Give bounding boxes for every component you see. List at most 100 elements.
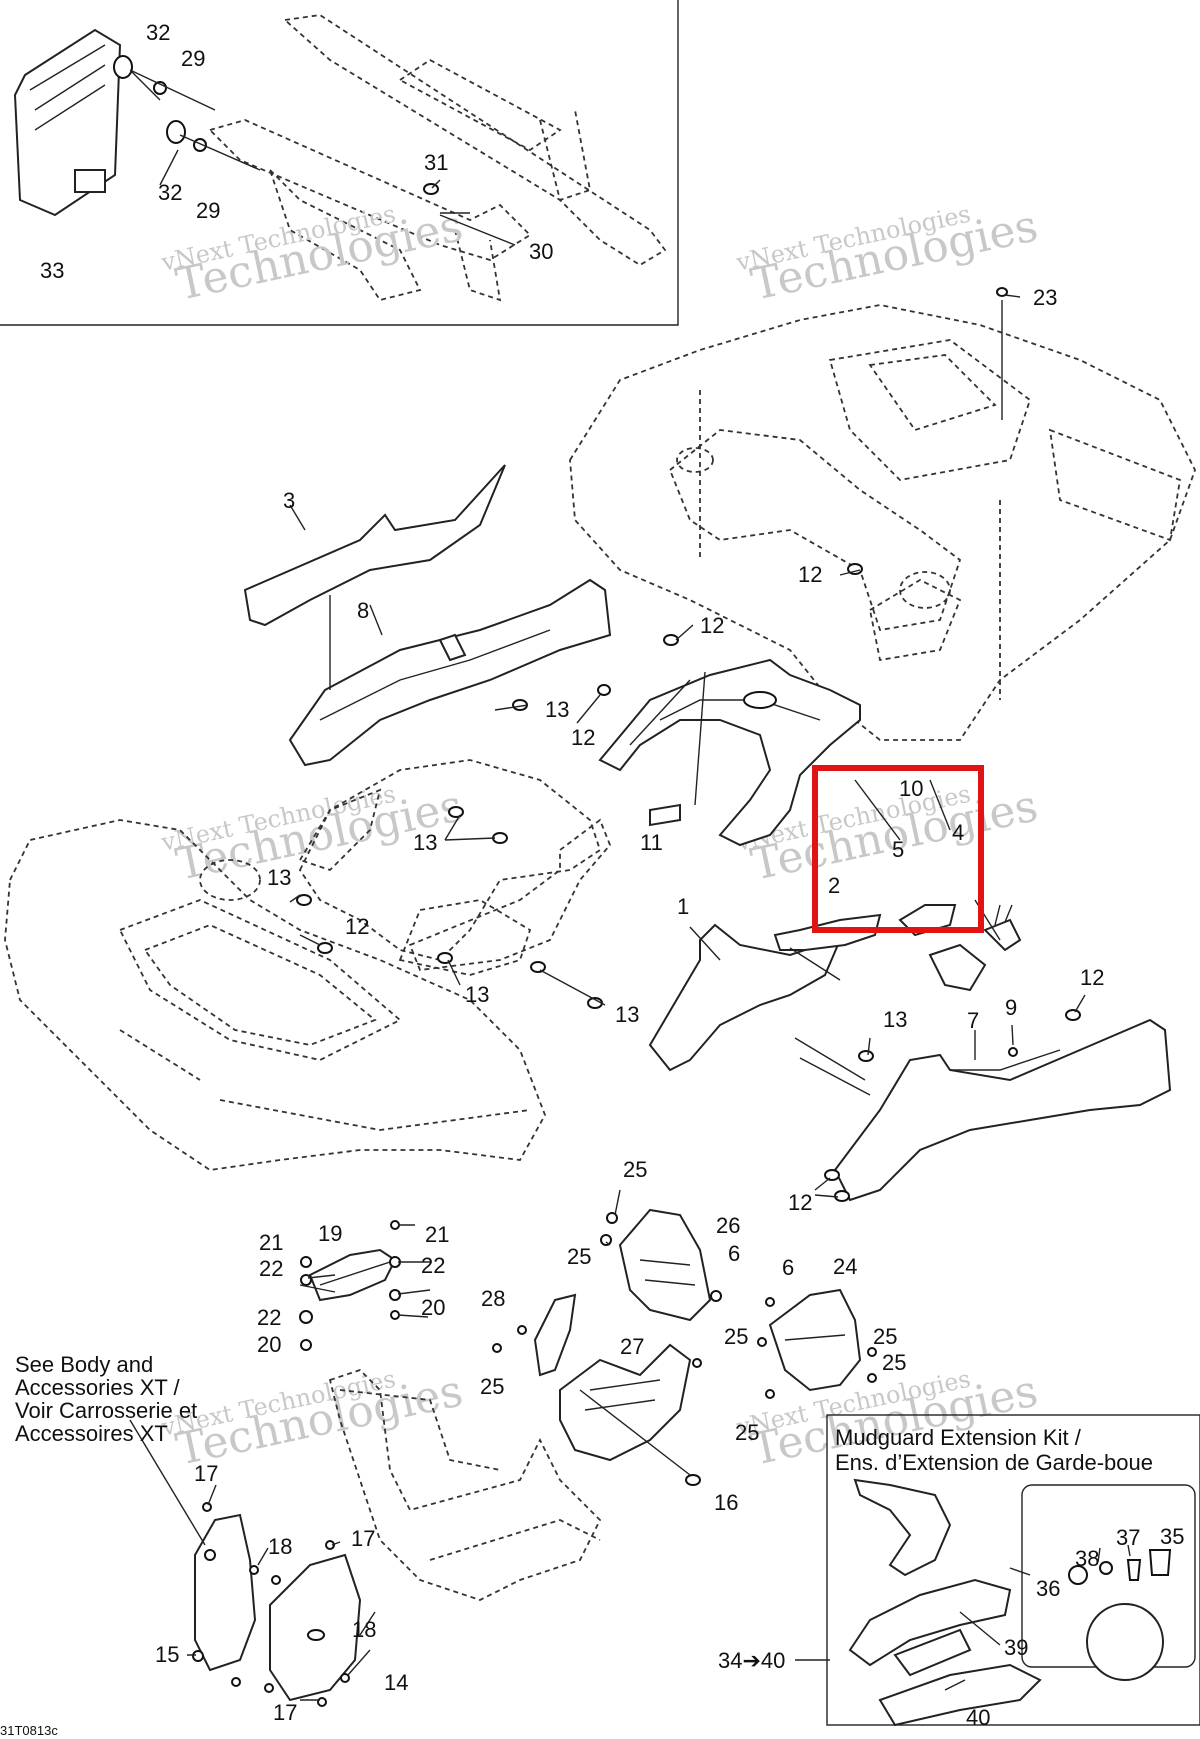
callout-numbers: 1 2 3 4 5 6 6 7 8 9 10 11 12 12 12 12 12… <box>40 20 1184 1730</box>
callout-28: 28 <box>481 1286 505 1311</box>
part-27-skid-plate <box>559 1343 702 1486</box>
callout-32a: 32 <box>146 20 170 45</box>
callout-37: 37 <box>1116 1525 1140 1550</box>
leader-lines <box>129 71 1131 1701</box>
callout-22c: 22 <box>257 1305 281 1330</box>
part-19-bracket <box>299 1220 401 1351</box>
part-4-bracket <box>983 904 1022 952</box>
callout-4: 4 <box>952 820 964 845</box>
part-7-right-footrest <box>833 1018 1172 1202</box>
see-body-line-3: Voir Carrosserie et <box>15 1398 197 1423</box>
mudguard-shadow-piece <box>928 943 987 992</box>
front-inner-fender <box>298 788 612 971</box>
callout-13a: 13 <box>545 697 569 722</box>
callout-22a: 22 <box>259 1256 283 1281</box>
callout-34-40: 34➔40 <box>718 1648 785 1673</box>
kit-title-line-2: Ens. d’Extension de Garde-boue <box>835 1450 1153 1475</box>
callout-30: 30 <box>529 239 553 264</box>
highlight-box <box>812 765 984 933</box>
callout-12d: 12 <box>345 914 369 939</box>
callout-11: 11 <box>640 830 663 855</box>
callout-9: 9 <box>1005 995 1017 1020</box>
callout-20a: 20 <box>421 1295 445 1320</box>
part-28-bracket <box>492 1293 577 1377</box>
see-body-note: See Body and Accessories XT / Voir Carro… <box>15 1352 197 1446</box>
kit-title-line-1: Mudguard Extension Kit / <box>835 1425 1082 1450</box>
callout-29b: 29 <box>196 198 220 223</box>
part-3-trim <box>243 464 506 627</box>
see-body-line-2: Accessories XT / <box>15 1375 181 1400</box>
see-body-line-4: Accessoires XT <box>15 1421 168 1446</box>
callout-13b: 13 <box>413 830 437 855</box>
rack-fasteners <box>113 55 470 214</box>
callout-18a: 18 <box>268 1534 292 1559</box>
callout-6b: 6 <box>782 1255 794 1280</box>
rear-fender-body <box>569 304 1196 741</box>
callout-12e: 12 <box>1080 965 1104 990</box>
callout-18b: 18 <box>352 1617 376 1642</box>
front-bumper-right <box>192 1540 362 1707</box>
callout-17a: 17 <box>194 1461 218 1486</box>
front-bumper-left <box>194 1502 257 1672</box>
callout-25e: 25 <box>882 1350 906 1375</box>
front-fender-body <box>4 759 602 1171</box>
callout-3: 3 <box>283 488 295 513</box>
callout-19: 19 <box>318 1221 342 1246</box>
callout-20b: 20 <box>257 1332 281 1357</box>
callout-40: 40 <box>966 1705 990 1730</box>
callout-25d: 25 <box>873 1324 897 1349</box>
callout-25b: 25 <box>567 1244 591 1269</box>
callout-31: 31 <box>424 150 448 175</box>
body-fasteners <box>296 287 1081 1202</box>
callout-21a: 21 <box>259 1230 283 1255</box>
inset-frame-rear-rack <box>0 0 679 326</box>
callout-29a: 29 <box>181 46 205 71</box>
callout-14: 14 <box>384 1670 408 1695</box>
watermark-5: Technologies vNext Technologies <box>158 1365 467 1476</box>
callout-25g: 25 <box>735 1420 759 1445</box>
callout-12a: 12 <box>798 562 822 587</box>
mudguard-kit-frame <box>826 1414 1200 1726</box>
callout-16: 16 <box>714 1490 738 1515</box>
callout-33: 33 <box>40 258 64 283</box>
callout-12b: 12 <box>700 613 724 638</box>
part-8-left-footrest <box>288 578 612 767</box>
mudguard-extension-parts <box>848 1478 1172 1727</box>
callout-25a: 25 <box>623 1157 647 1182</box>
callout-27: 27 <box>620 1334 644 1359</box>
callout-10: 10 <box>899 776 923 801</box>
watermark-2: Technologies vNext Technologies <box>733 200 1042 311</box>
callout-6a: 6 <box>728 1241 740 1266</box>
callout-12c: 12 <box>571 725 595 750</box>
callout-17c: 17 <box>273 1700 297 1725</box>
rear-rack-frame <box>208 14 667 302</box>
callout-13c: 13 <box>267 865 291 890</box>
callout-24: 24 <box>833 1254 857 1279</box>
callout-8: 8 <box>357 598 369 623</box>
callout-35: 35 <box>1160 1524 1184 1549</box>
callout-23: 23 <box>1033 285 1057 310</box>
callout-12f: 12 <box>788 1190 812 1215</box>
callout-13f: 13 <box>883 1007 907 1032</box>
callout-38: 38 <box>1075 1546 1099 1571</box>
callout-2: 2 <box>828 873 840 898</box>
callout-32b: 32 <box>158 180 182 205</box>
callout-7: 7 <box>967 1008 979 1033</box>
callout-21b: 21 <box>425 1222 449 1247</box>
callout-39: 39 <box>1004 1635 1028 1660</box>
callout-36: 36 <box>1036 1576 1060 1601</box>
callout-15: 15 <box>155 1642 179 1667</box>
callout-25f: 25 <box>480 1374 504 1399</box>
callout-17b: 17 <box>351 1526 375 1551</box>
see-body-line-1: See Body and <box>15 1352 153 1377</box>
callout-13e: 13 <box>615 1002 639 1027</box>
figure-code: 31T0813c <box>0 1723 58 1738</box>
part-11-clip <box>649 803 681 827</box>
callout-25c: 25 <box>724 1324 748 1349</box>
part-26-housing <box>600 1208 722 1322</box>
part-24-housing <box>757 1288 877 1399</box>
callout-26: 26 <box>716 1213 740 1238</box>
callout-1: 1 <box>677 894 689 919</box>
mudguard-kit-title: Mudguard Extension Kit / Ens. d’Extensio… <box>835 1425 1153 1475</box>
